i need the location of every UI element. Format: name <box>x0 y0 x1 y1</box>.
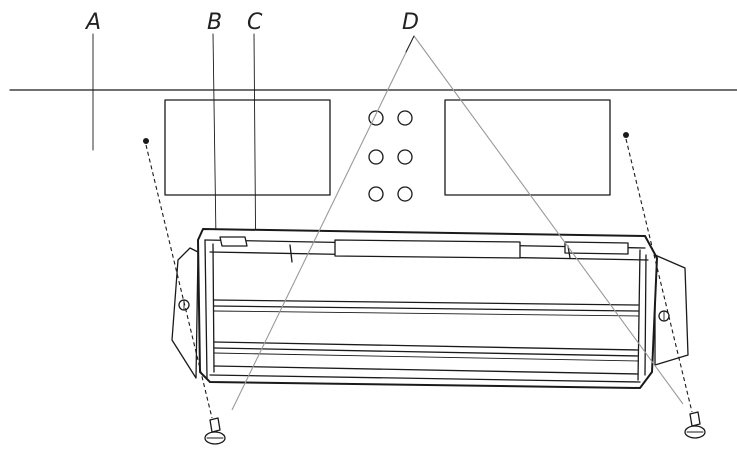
left-screw-hole <box>143 138 149 144</box>
right-screw <box>685 412 705 438</box>
label-c: C <box>247 10 263 35</box>
callout-line-d-tip <box>406 36 414 52</box>
label-b: B <box>207 10 222 35</box>
left-screw <box>205 418 225 444</box>
left-opening <box>165 100 330 195</box>
label-d: D <box>402 10 419 35</box>
hole-grid <box>369 111 412 201</box>
right-opening <box>445 100 610 195</box>
callout-line-b <box>213 34 216 240</box>
mounting-bracket <box>172 229 688 388</box>
label-a: A <box>84 10 101 35</box>
right-screw-hole <box>623 132 629 138</box>
